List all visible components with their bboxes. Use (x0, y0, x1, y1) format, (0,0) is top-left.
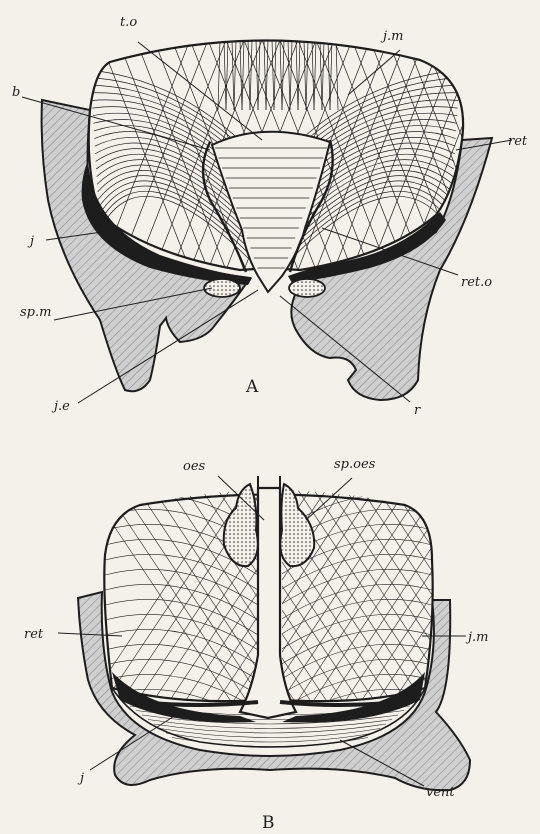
label-sp-oes: sp.oes (334, 457, 376, 472)
label-j-m-b: j.m (465, 630, 489, 645)
panel-a: t.o j.m b ret j ret.o sp.m j.e r A (12, 15, 532, 418)
label-r: r (414, 403, 421, 418)
label-j-m-a: j.m (380, 29, 404, 44)
muscle-fibre (442, 490, 540, 700)
muscle-fibre (442, 490, 540, 700)
label-t-o: t.o (120, 15, 137, 30)
label-j-a: j (27, 234, 34, 249)
label-vent: vent (426, 785, 455, 800)
label-sp-m: sp.m (20, 305, 51, 320)
label-j-e: j.e (51, 399, 70, 414)
label-ret-a: ret (508, 134, 528, 149)
muscle-fibre (458, 490, 540, 700)
label-j-b: j (77, 771, 84, 786)
salivary-organ-right-a (289, 279, 325, 297)
panel-label-b: B (262, 813, 275, 833)
label-b: b (12, 85, 20, 100)
label-ret-o: ret.o (461, 275, 492, 290)
label-oes: oes (183, 459, 206, 474)
muscle-fibre (458, 490, 540, 700)
salivary-organ-left-a (204, 279, 240, 297)
label-ret-b: ret (24, 627, 44, 642)
panel-label-a: A (245, 377, 259, 397)
panel-b: oes sp.oes ret j.m j vent B (24, 457, 540, 833)
